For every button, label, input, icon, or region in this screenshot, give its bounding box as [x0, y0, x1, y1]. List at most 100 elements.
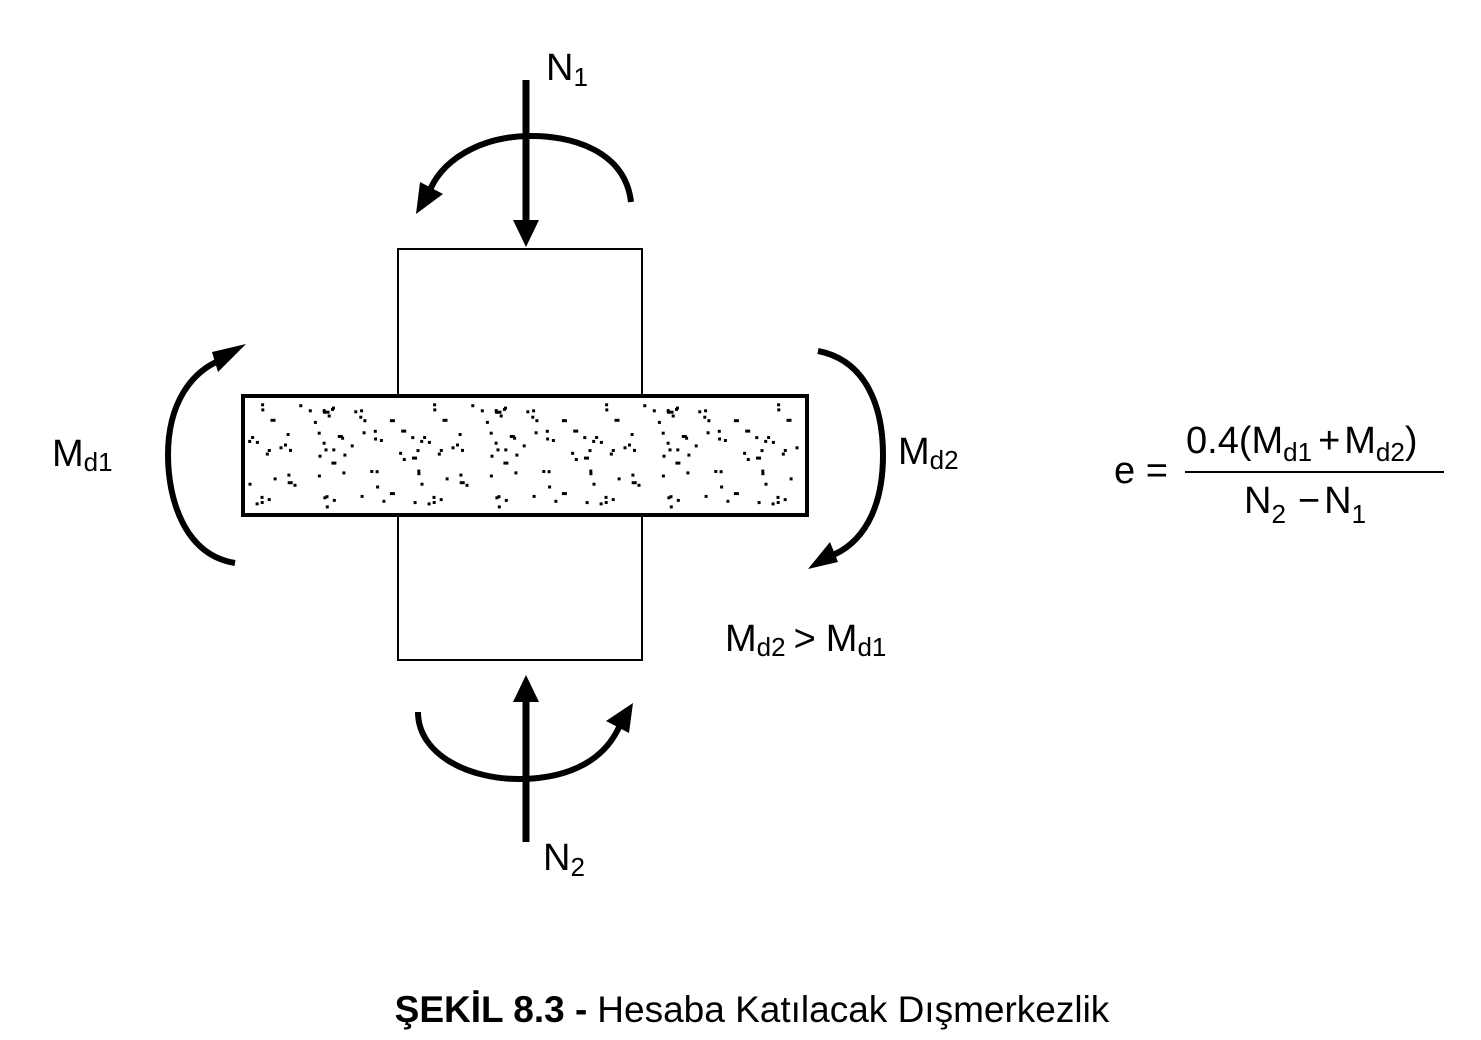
hatch-dot — [667, 496, 671, 500]
hatch-dot — [374, 437, 378, 441]
hatch-dot — [514, 471, 518, 475]
hatch-dot — [251, 436, 255, 439]
hatch-dot — [362, 431, 366, 435]
hatch-dot — [260, 501, 264, 504]
hatch-dot — [681, 435, 687, 438]
hatch-dot — [764, 439, 768, 443]
hatch-dot — [513, 436, 517, 440]
hatch-dot — [746, 458, 750, 461]
hatch-dot — [532, 494, 536, 498]
hatch-dot — [437, 452, 441, 456]
hatch-dot — [322, 409, 326, 413]
hatch-dot — [671, 414, 675, 418]
hatch-dot — [308, 409, 312, 413]
hatch-dot — [439, 498, 443, 502]
hatch-dot — [313, 420, 317, 424]
hatch-dot — [547, 470, 551, 474]
hatch-dot — [661, 431, 665, 435]
hatch-dot — [733, 492, 739, 496]
hatch-dot — [584, 456, 589, 460]
hatch-dot — [574, 458, 578, 461]
hatch-dot — [760, 449, 764, 453]
hatch-dot — [337, 435, 343, 438]
hatch-dot — [489, 431, 493, 435]
hatch-dot — [614, 418, 620, 422]
hatch-dot — [531, 415, 535, 419]
hatch-dot — [497, 505, 501, 509]
hatch-dot — [605, 403, 609, 407]
hatch-dot — [270, 418, 276, 422]
hatch-dot — [485, 420, 489, 424]
hatch-dot — [248, 482, 252, 486]
hatch-dot — [490, 454, 494, 458]
hatch-dot — [657, 420, 661, 424]
hatch-dot — [331, 461, 337, 465]
hatch-dot — [420, 439, 424, 443]
hatch-dot — [771, 440, 775, 444]
hatch-dot — [458, 433, 462, 436]
hatch-dot — [289, 448, 292, 452]
hatch-dot — [548, 485, 552, 489]
hatch-dot — [427, 502, 431, 506]
hatch-dot — [332, 498, 336, 502]
hatch-dot — [417, 469, 421, 473]
hatch-dot — [617, 477, 621, 481]
hatch-dot — [589, 469, 593, 473]
hatch-dot — [496, 448, 500, 452]
eccentricity-formula: e = 0.4(Md1+Md2) N2−N1 — [1114, 420, 1444, 529]
hatch-dot — [783, 498, 787, 502]
hatch-dot — [795, 446, 799, 450]
hatch-dot — [661, 474, 665, 478]
hatch-dot — [592, 482, 596, 486]
hatch-dot — [267, 449, 271, 452]
hatch-dot — [522, 444, 526, 448]
hatch-dot — [375, 470, 379, 474]
hatch-dot — [496, 410, 502, 414]
hatch-dot — [605, 408, 609, 412]
hatch-dot — [503, 461, 509, 465]
hatch-dot — [604, 495, 608, 499]
hatch-dot — [499, 414, 503, 418]
hatch-dot — [668, 448, 672, 452]
hatch-dot — [706, 431, 710, 435]
hatch-dot — [494, 441, 498, 445]
hatch-dot — [439, 449, 443, 452]
hatch-dot — [588, 449, 592, 453]
hatch-dot — [666, 410, 670, 414]
hatch-dot — [743, 451, 747, 455]
md1-moment-arrow — [164, 344, 246, 566]
hatch-dot — [767, 436, 771, 439]
hatch-dot — [676, 448, 680, 452]
hatch-dot — [411, 436, 415, 440]
hatch-dot — [360, 409, 364, 413]
hatch-dot — [592, 439, 596, 443]
hatch-dot — [322, 441, 326, 445]
moment-condition: Md2>Md1 — [725, 618, 886, 662]
hatch-dot — [324, 448, 328, 452]
hatch-dot — [287, 481, 293, 485]
hatch-dot — [286, 433, 290, 436]
hatch-dot — [417, 472, 421, 476]
slab — [241, 394, 809, 517]
hatch-dot — [776, 495, 780, 499]
hatch-dot — [703, 415, 707, 419]
hatch-dot — [433, 403, 437, 407]
hatch-dot — [776, 501, 780, 504]
hatch-dot — [676, 498, 680, 502]
formula-numerator: 0.4(Md1+Md2) — [1186, 420, 1418, 467]
hatch-dot — [471, 404, 475, 408]
hatch-dot — [495, 496, 499, 500]
hatch-dot — [459, 481, 465, 485]
hatch-dot — [317, 431, 321, 435]
hatch-dot — [783, 449, 787, 452]
hatch-dot — [789, 477, 793, 481]
hatch-dot — [781, 452, 785, 456]
hatch-dot — [461, 448, 464, 452]
hatch-dot — [325, 505, 329, 509]
hatch-dot — [726, 499, 730, 503]
hatch-dot — [786, 418, 792, 422]
hatch-dot — [331, 407, 334, 411]
hatch-dot — [399, 451, 403, 455]
hatch-dot — [442, 418, 448, 422]
